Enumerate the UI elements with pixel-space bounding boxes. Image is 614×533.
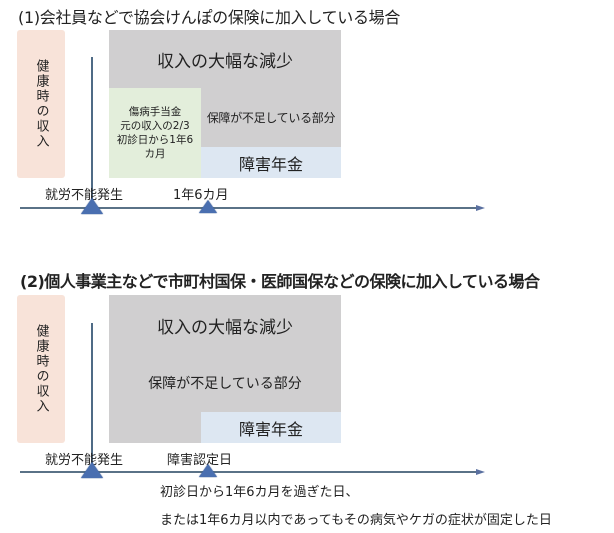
- disability-pension-box-2: 障害年金: [201, 412, 341, 443]
- income-drop-label-2: 収入の大幅な減少: [157, 317, 293, 338]
- income-drop-label: 収入の大幅な減少: [157, 51, 293, 72]
- timeline-arrow-icon-2: [476, 469, 485, 475]
- timeline-axis-2: [20, 471, 478, 473]
- timeline-event-onset-2: 就労不能発生: [45, 453, 124, 468]
- shortfall-label-2: 保障が不足している部分: [148, 376, 302, 392]
- healthy-income-label-2: 健康時の収入: [33, 324, 49, 414]
- sickness-benefit-line3: 初診日から1年6: [116, 134, 194, 146]
- certification-note-2: または1年6カ月以内であってもその病気やケガの症状が固定した日: [160, 513, 552, 528]
- onset-marker-icon: [81, 198, 103, 214]
- timeline-event-onset: 就労不能発生: [45, 188, 124, 203]
- 18months-marker-icon: [199, 200, 217, 213]
- onset-marker-icon-2: [81, 462, 103, 478]
- section2-title: (2)個人事業主などで市町村国保・医師国保などの保険に加入している場合: [20, 272, 540, 291]
- disability-pension-label-2: 障害年金: [238, 419, 303, 439]
- disability-pension-box: 障害年金: [201, 147, 341, 178]
- section1-title: (1)会社員などで協会けんぽの保険に加入している場合: [18, 8, 401, 27]
- shortfall-label: 保障が不足している部分: [206, 111, 336, 125]
- onset-vertical-line: [91, 57, 93, 205]
- timeline-event-18months: 1年6カ月: [173, 188, 229, 203]
- onset-vertical-line-2: [91, 323, 93, 471]
- disability-pension-label: 障害年金: [238, 154, 303, 174]
- timeline-axis: [20, 207, 478, 209]
- sickness-benefit-line1: 傷病手当金: [128, 106, 182, 118]
- certification-note-1: 初診日から1年6カ月を過ぎた日、: [160, 485, 359, 500]
- sickness-benefit-line2: 元の収入の2/3: [120, 120, 190, 132]
- sickness-benefit-box: 傷病手当金 元の収入の2/3 初診日から1年6 カ月: [109, 88, 201, 178]
- timeline-arrow-icon: [476, 205, 485, 211]
- healthy-income-box: 健康時の収入: [17, 30, 65, 178]
- certification-marker-icon: [199, 464, 217, 477]
- sickness-benefit-line4: カ月: [144, 148, 166, 160]
- healthy-income-label: 健康時の収入: [33, 59, 49, 149]
- healthy-income-box-2: 健康時の収入: [17, 295, 65, 443]
